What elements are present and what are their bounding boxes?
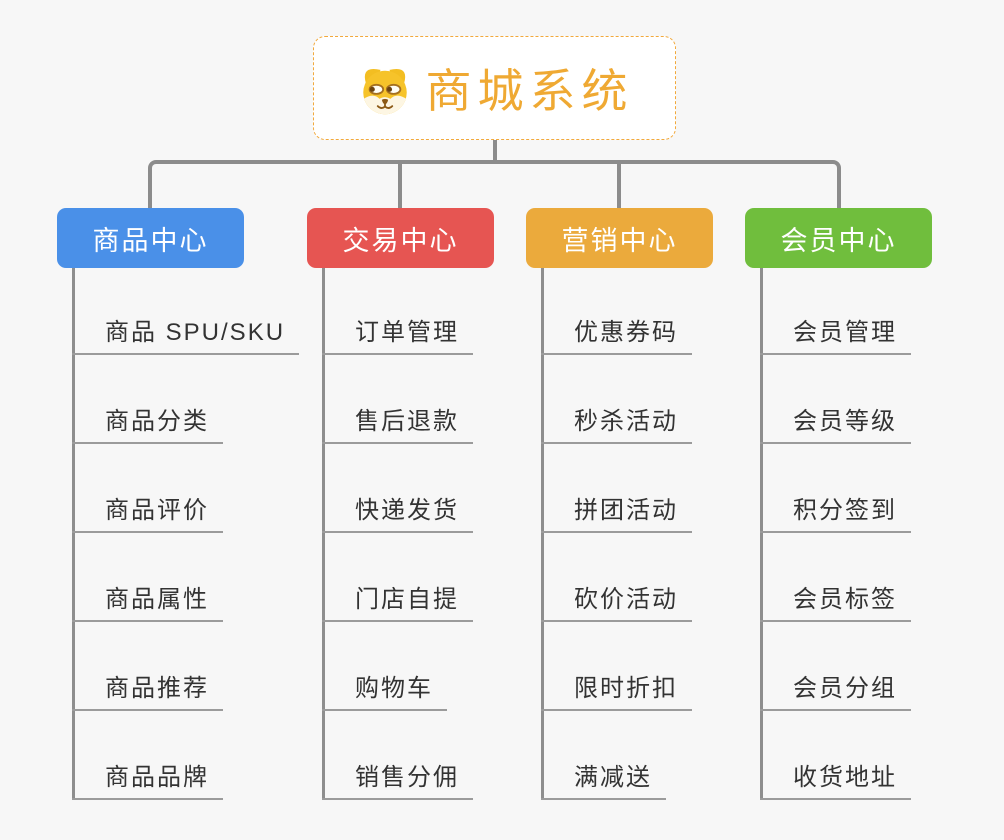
leaf-node[interactable]: 限时折扣	[541, 674, 692, 711]
leaf-node[interactable]: 拼团活动	[541, 496, 692, 533]
leaf-node[interactable]: 商品属性	[72, 585, 223, 622]
leaf-node[interactable]: 秒杀活动	[541, 407, 692, 444]
branch-trunk-line	[541, 268, 544, 800]
connector-bus-right	[494, 160, 841, 210]
leaf-node[interactable]: 满减送	[541, 763, 666, 800]
leaf-node[interactable]: 会员分组	[760, 674, 911, 711]
leaf-node[interactable]: 订单管理	[322, 318, 473, 355]
leaf-node[interactable]: 商品推荐	[72, 674, 223, 711]
leaf-node[interactable]: 商品评价	[72, 496, 223, 533]
leaf-node[interactable]: 销售分佣	[322, 763, 473, 800]
leaf-node[interactable]: 会员管理	[760, 318, 911, 355]
branch-trunk-line	[322, 268, 325, 800]
leaf-node[interactable]: 门店自提	[322, 585, 473, 622]
leaf-node[interactable]: 售后退款	[322, 407, 473, 444]
leaf-node[interactable]: 优惠券码	[541, 318, 692, 355]
leaf-node[interactable]: 积分签到	[760, 496, 911, 533]
branch-node-trade-center[interactable]: 交易中心	[307, 208, 494, 268]
leaf-node[interactable]: 商品品牌	[72, 763, 223, 800]
leaf-node[interactable]: 购物车	[322, 674, 447, 711]
connector-bus-left	[148, 160, 494, 210]
leaf-node[interactable]: 会员标签	[760, 585, 911, 622]
branch-trunk-line	[72, 268, 75, 800]
leaf-node[interactable]: 商品分类	[72, 407, 223, 444]
leaf-node[interactable]: 砍价活动	[541, 585, 692, 622]
branch-node-member-center[interactable]: 会员中心	[745, 208, 932, 268]
leaf-node[interactable]: 收货地址	[760, 763, 911, 800]
connector-root-stub	[493, 140, 497, 164]
leaf-node[interactable]: 会员等级	[760, 407, 911, 444]
connector-drop-trade	[398, 163, 402, 208]
leaf-node[interactable]: 商品 SPU/SKU	[72, 318, 300, 355]
root-title: 商城系统	[425, 65, 634, 117]
root-node-mall-system[interactable]: 商城系统	[313, 36, 676, 140]
branch-node-marketing-center[interactable]: 营销中心	[526, 208, 713, 268]
branch-trunk-line	[760, 268, 763, 800]
leaf-node[interactable]: 快递发货	[322, 496, 473, 533]
connector-drop-marketing	[617, 163, 621, 208]
branch-node-product-center[interactable]: 商品中心	[57, 208, 244, 268]
dog-face-icon	[356, 59, 414, 117]
